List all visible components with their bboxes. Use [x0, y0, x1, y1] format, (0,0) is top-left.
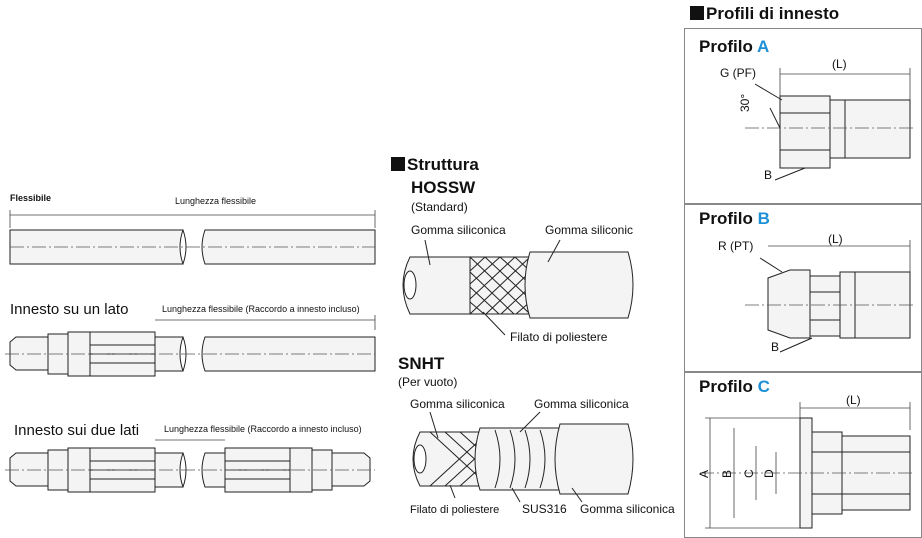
snht-label-wire: SUS316 [522, 502, 567, 516]
section-marker-icon [690, 6, 704, 20]
profile-c-length: (L) [846, 393, 861, 407]
two-side-length-label: Lunghezza flessibile (Raccordo a innesto… [164, 424, 362, 434]
flexible-length-label: Lunghezza flessibile [175, 196, 257, 206]
profile-c-dim-a: A [697, 469, 711, 478]
snht-label-braid: Filato di poliestere [410, 504, 500, 516]
profile-b-length: (L) [828, 232, 843, 246]
profile-b-letter: B [757, 209, 770, 228]
hossw-name: HOSSW [411, 178, 476, 197]
profile-b-hex: B [771, 340, 780, 354]
profile-a-angle: 30° [738, 93, 752, 112]
structure-heading: Struttura [391, 155, 479, 175]
snht-label-mid: Gomma siliconica [534, 397, 629, 411]
section-marker-icon [391, 157, 405, 171]
profiles-heading: Profili di innesto [690, 4, 839, 24]
profile-c-title: Profilo C [699, 377, 770, 396]
profile-a-title: Profilo A [699, 37, 770, 56]
profile-a-thread: G (PF) [720, 66, 756, 80]
hossw-label-braid: Filato di poliestere [510, 330, 608, 344]
profile-b-title: Profilo B [699, 209, 770, 228]
hossw-label-inner: Gomma siliconica [411, 223, 506, 237]
profile-c-drawing [700, 402, 915, 529]
profiles-title: Profili di innesto [706, 4, 840, 23]
profile-c-letter: C [757, 377, 770, 396]
flexible-title: Flessibile [10, 193, 52, 203]
profile-b-thread: R (PT) [718, 239, 754, 253]
two-side-title: Innesto sui due lati [14, 422, 140, 439]
hossw-structure-drawing [402, 239, 634, 336]
hossw-label-outer: Gomma siliconic [545, 223, 634, 237]
flexible-hose-drawing [9, 210, 376, 265]
profile-a-letter: A [756, 37, 770, 56]
one-side-hose-drawing [5, 315, 376, 377]
structure-title: Struttura [407, 155, 479, 174]
two-side-hose-drawing [5, 439, 375, 493]
profile-c-dim-b: B [720, 469, 734, 478]
profile-a-length: (L) [832, 57, 847, 71]
profile-b-panel [684, 204, 922, 372]
profile-a-hex: B [764, 168, 773, 182]
snht-label-inner: Gomma siliconica [410, 397, 505, 411]
snht-label-outer: Gomma siliconica [580, 502, 675, 516]
profile-c-dim-d: D [762, 469, 776, 478]
profile-a-drawing [745, 68, 915, 181]
one-side-length-label: Lunghezza flessibile (Raccordo a innesto… [162, 304, 360, 314]
snht-structure-drawing [412, 411, 634, 503]
profile-c-dim-c: C [742, 469, 756, 478]
hossw-sub: (Standard) [411, 200, 468, 214]
snht-name: SNHT [398, 354, 445, 373]
profile-b-drawing [745, 240, 915, 353]
snht-sub: (Per vuoto) [398, 375, 458, 389]
one-side-title: Innesto su un lato [10, 301, 129, 318]
